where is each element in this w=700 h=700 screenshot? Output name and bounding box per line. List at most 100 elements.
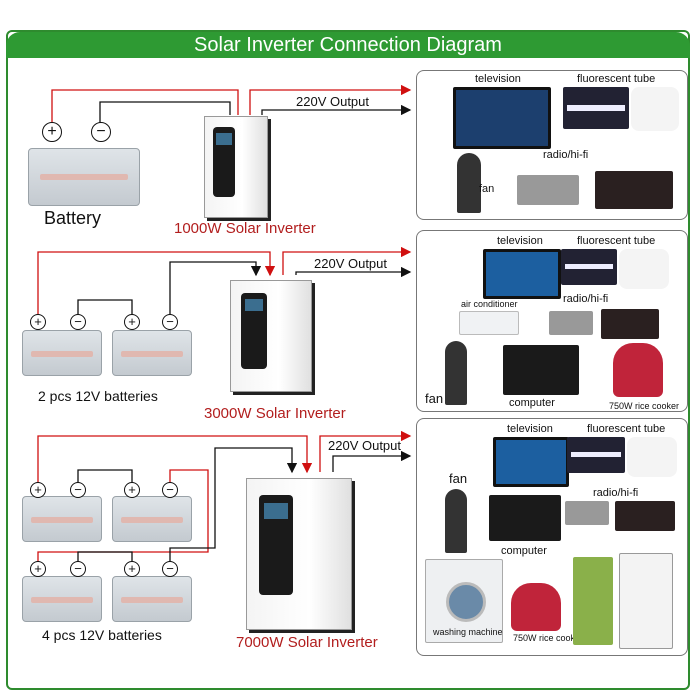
s3-fan-label: fan: [449, 471, 468, 486]
s3-appliance-box: television fluorescent tube fan radio/hi…: [416, 418, 688, 656]
s1-battery-negative-wire: [99, 101, 231, 128]
diagram-frame: [6, 30, 690, 690]
s3-fluorescent-tube-icon: [567, 437, 625, 473]
s3-radio-label: radio/hi-fi: [593, 487, 639, 499]
s2-hifi-icon: [601, 309, 659, 339]
s3-b1-negative: −: [70, 482, 86, 498]
s2-rice-cooker-icon: [613, 343, 663, 397]
s3-b2-negative: −: [162, 482, 178, 498]
s3-series-wire-top: [77, 469, 133, 488]
s1-output-neutral-wire: [261, 104, 412, 116]
s3-neg-wire: [169, 447, 298, 567]
s3-inverter-label: 7000W Solar Inverter: [236, 634, 378, 651]
section-2-wires: [37, 246, 412, 320]
s3-bulbs-icon: [627, 437, 677, 477]
s1-fluorescent-label: fluorescent tube: [577, 73, 656, 85]
s2-battery-label: 2 pcs 12V batteries: [38, 388, 158, 404]
s3-b4-positive: +: [124, 561, 140, 577]
s2-fluorescent-label: fluorescent tube: [577, 235, 656, 247]
s2-pos-wire: [37, 251, 276, 320]
s1-radio-icon: [517, 175, 579, 205]
s1-radio-label: radio/hi-fi: [543, 149, 589, 161]
s3-b1-positive: +: [30, 482, 46, 498]
s3-output-label: 220V Output: [328, 438, 401, 453]
s2-television-label: television: [497, 235, 543, 247]
s2-fluorescent-tube-icon: [561, 249, 617, 285]
s1-battery-label: Battery: [44, 208, 102, 228]
s2-television-icon: [483, 249, 561, 299]
title-bar: Solar Inverter Connection Diagram: [6, 32, 690, 58]
s2-radio-icon: [549, 311, 593, 335]
s2-b2-negative: −: [162, 314, 178, 330]
s3-rice-cooker-icon: [511, 583, 561, 631]
s3-series-wire-bottom: [77, 551, 133, 567]
section-1-wires: [51, 84, 412, 128]
s3-battery-4: [112, 576, 192, 622]
s2-rice-cooker-label: 750W rice cooker: [609, 401, 680, 411]
s3-radio-icon: [565, 501, 609, 525]
s2-output-live-wire: [282, 246, 412, 275]
s2-radio-label: radio/hi-fi: [563, 293, 609, 305]
s3-television-label: television: [507, 423, 553, 435]
s3-rice-cooker-label: 750W rice cooker: [513, 633, 584, 643]
s1-television-icon: [453, 87, 551, 149]
s2-b2-positive: +: [124, 314, 140, 330]
s2-b1-negative: −: [70, 314, 86, 330]
s3-battery-3: [22, 576, 102, 622]
section-3-wires: [37, 430, 412, 567]
s2-fan-icon: [445, 341, 467, 405]
s1-output-live-wire: [249, 84, 412, 115]
s2-fan-label: fan: [425, 391, 444, 406]
s2-inverter: [230, 280, 312, 392]
s1-output-label: 220V Output: [296, 94, 369, 109]
s1-fan-icon: [457, 153, 481, 213]
s1-bulbs-icon: [631, 87, 679, 131]
s3-battery-label: 4 pcs 12V batteries: [42, 627, 162, 643]
s3-b2-positive: +: [124, 482, 140, 498]
s2-series-wire: [77, 299, 133, 320]
s1-hifi-icon: [595, 171, 673, 209]
s2-output-neutral-wire: [295, 266, 412, 278]
s2-battery-1: [22, 330, 102, 376]
s1-appliance-box: television fluorescent tube radio/hi-fi …: [416, 70, 688, 220]
s2-bulbs-icon: [619, 249, 669, 289]
s3-b3-negative: −: [70, 561, 86, 577]
s3-computer-icon: [489, 495, 561, 541]
s3-fan-icon: [445, 489, 467, 553]
s1-positive-terminal: +: [42, 122, 62, 142]
s2-computer-label: computer: [509, 397, 555, 409]
s2-aircon-icon: [459, 311, 519, 335]
s2-inverter-label: 3000W Solar Inverter: [204, 405, 346, 422]
s3-computer-label: computer: [501, 545, 547, 557]
s2-b1-positive: +: [30, 314, 46, 330]
s1-battery: [28, 148, 140, 206]
s3-cabinet-icon: [573, 557, 613, 645]
s2-computer-icon: [503, 345, 579, 395]
s3-fluorescent-label: fluorescent tube: [587, 423, 666, 435]
s1-battery-positive-wire: [51, 89, 239, 128]
s2-aircon-label: air conditioner: [461, 299, 518, 309]
s2-output-label: 220V Output: [314, 256, 387, 271]
s3-b4-negative: −: [162, 561, 178, 577]
s3-hifi-icon: [615, 501, 675, 531]
s3-inverter: [246, 478, 352, 630]
s3-television-icon: [493, 437, 569, 487]
s3-refrigerator-icon: [619, 553, 673, 649]
diagram-title: Solar Inverter Connection Diagram: [194, 33, 502, 56]
s1-negative-terminal: −: [91, 122, 111, 142]
s3-link-wire: [37, 469, 209, 567]
s3-output-live-wire: [319, 430, 412, 472]
s3-output-neutral-wire: [332, 450, 412, 472]
s1-fan-label: fan: [479, 183, 495, 195]
s2-appliance-box: television fluorescent tube air conditio…: [416, 230, 688, 412]
s1-television-label: television: [475, 73, 521, 85]
s3-washing-label: washing machine: [433, 627, 503, 637]
s3-battery-2: [112, 496, 192, 542]
s3-battery-1: [22, 496, 102, 542]
s3-b3-positive: +: [30, 561, 46, 577]
s1-inverter-label: 1000W Solar Inverter: [174, 220, 316, 237]
s2-neg-wire: [169, 261, 262, 320]
s1-inverter: [204, 116, 268, 218]
s3-washing-machine-icon: [425, 559, 503, 643]
